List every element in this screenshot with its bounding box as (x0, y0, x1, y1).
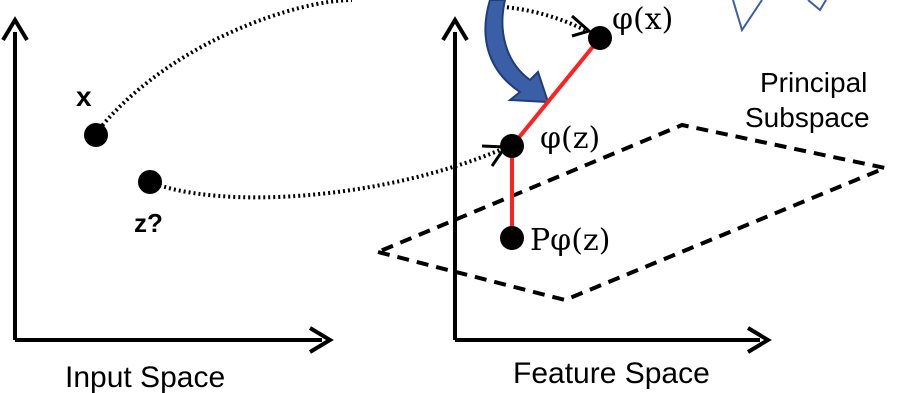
label-p-phi-z: Pφ(z) (530, 223, 610, 258)
feature-y-axis-arrowhead (441, 16, 469, 42)
feature-space-axes (441, 16, 772, 354)
feature-space-label: Feature Space (513, 357, 710, 390)
principal-label-line1: Principal (760, 67, 867, 98)
principal-subspace-plane (371, 122, 892, 303)
input-space-label: Input Space (65, 361, 225, 393)
mapping-arrow-z (149, 148, 501, 200)
label-phi-x: φ(x) (612, 2, 673, 37)
label-phi-z: φ(z) (540, 121, 600, 156)
principal-label-line2: Subspace (745, 102, 870, 133)
input-space-axes (1, 16, 334, 354)
input-x-axis-arrowhead (308, 326, 334, 354)
label-z: z? (134, 208, 163, 238)
label-x: x (76, 81, 92, 112)
point-phi-x (588, 26, 612, 50)
point-z (138, 170, 162, 194)
input-y-axis-arrowhead (1, 16, 29, 42)
reconstruction-error-line (510, 36, 602, 148)
mapping-arrow-x-head (571, 14, 593, 38)
point-phi-z (500, 134, 524, 158)
curved-arrow (484, 0, 550, 104)
feature-x-axis-arrowhead (746, 326, 772, 354)
projection-lines (510, 36, 602, 238)
curved-arrow-partial (732, 0, 763, 33)
point-x (84, 123, 108, 147)
points (84, 26, 612, 250)
point-p-phi-z (500, 226, 524, 250)
curved-arrow-partial-right (807, 0, 827, 12)
